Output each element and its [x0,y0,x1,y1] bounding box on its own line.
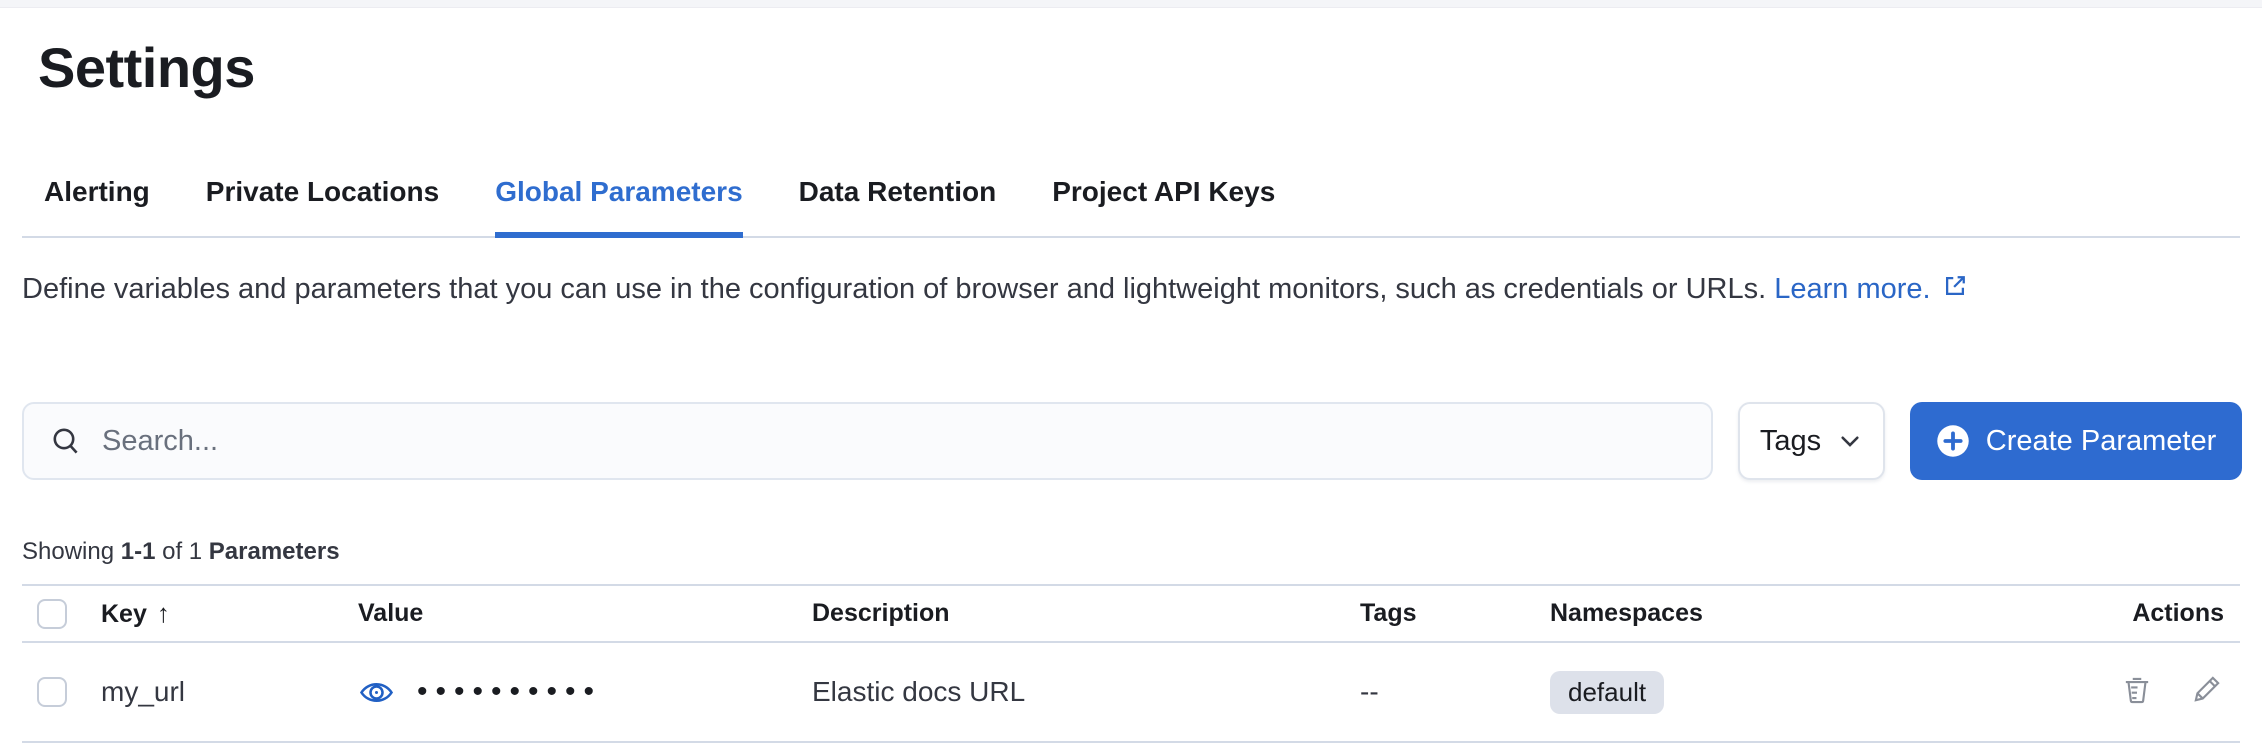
delete-icon[interactable] [2120,672,2154,706]
search-icon [50,425,82,457]
toolbar: Tags Create Parameter [22,402,2242,480]
search-bar[interactable] [22,402,1713,480]
summary-entity: Parameters [208,538,340,565]
param-key: my_url [101,676,186,707]
tab-alerting[interactable]: Alerting [44,176,150,207]
tab-global-parameters[interactable]: Global Parameters [495,176,743,238]
tags-filter-button[interactable]: Tags [1738,402,1885,480]
namespace-badge: default [1550,670,1665,714]
tags-filter-label: Tags [1759,424,1822,457]
column-header-actions: Actions [2132,599,2224,627]
search-input[interactable] [102,424,1685,458]
row-checkbox[interactable] [37,677,67,707]
chevron-down-icon [1837,428,1863,454]
parameters-table: Key↑ Value Description Tags Namespaces A… [22,584,2240,743]
learn-more-link[interactable]: Learn more. [1774,273,1968,305]
tab-bar: Alerting Private Locations Global Parame… [22,176,2240,238]
column-header-key[interactable]: Key↑ [101,598,170,628]
page-title: Settings [38,36,255,99]
table-row: my_url •••••••••• [22,642,2240,742]
tab-private-locations[interactable]: Private Locations [205,176,440,207]
create-parameter-label: Create Parameter [1985,424,2217,457]
param-tags: -- [1360,676,1379,707]
plus-in-circle-icon [1936,424,1970,458]
select-all-checkbox[interactable] [37,598,67,629]
column-header-namespaces: Namespaces [1550,599,1703,627]
results-summary: Showing 1-1 of 1 Parameters [22,538,340,565]
masked-value: •••••••••• [417,675,603,708]
description-text: Define variables and parameters that you… [22,273,1775,305]
summary-range: 1-1 [120,538,156,565]
table-header-row: Key↑ Value Description Tags Namespaces A… [22,585,2240,642]
tab-project-api-keys[interactable]: Project API Keys [1052,176,1276,207]
edit-icon[interactable] [2190,672,2224,706]
param-description: Elastic docs URL [812,676,1026,707]
page-description: Define variables and parameters that you… [22,266,2238,313]
eye-icon[interactable] [358,674,395,711]
column-header-value: Value [358,599,424,627]
tab-data-retention[interactable]: Data Retention [798,176,997,207]
create-parameter-button[interactable]: Create Parameter [1910,402,2242,480]
external-link-icon [1941,272,1969,300]
top-strip [0,0,2262,8]
column-header-tags: Tags [1360,599,1417,627]
sort-ascending-icon: ↑ [156,598,170,628]
column-header-description: Description [812,599,950,627]
